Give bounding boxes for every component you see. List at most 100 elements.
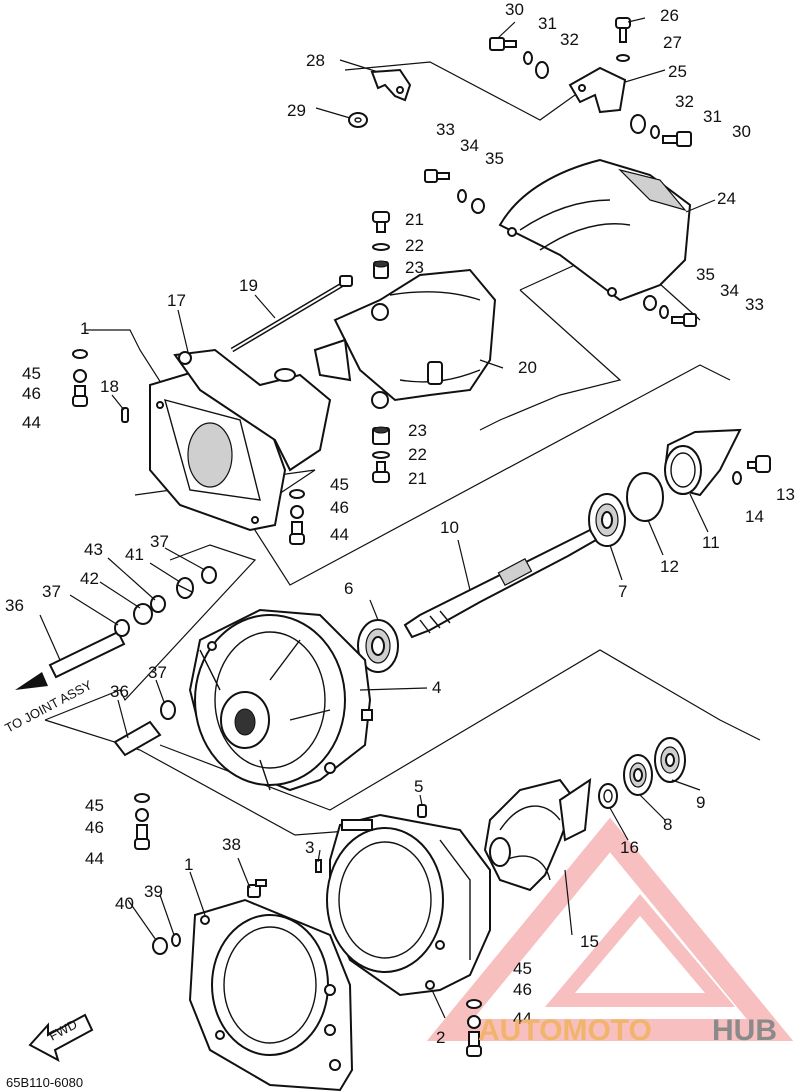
label-1-bottom: 1 <box>184 855 193 874</box>
label-14: 14 <box>745 507 764 526</box>
bolt-38 <box>247 879 267 898</box>
washer-35-low <box>643 295 657 311</box>
label-12: 12 <box>660 557 679 576</box>
label-25: 25 <box>668 62 687 81</box>
pipe-36-lower <box>113 720 162 757</box>
label-44-d: 44 <box>513 1009 532 1028</box>
washer-16 <box>598 783 618 809</box>
washer-34-top <box>457 189 467 203</box>
label-6: 6 <box>344 579 353 598</box>
label-28: 28 <box>306 51 325 70</box>
label-33-top: 33 <box>436 120 455 139</box>
label-35-low: 35 <box>696 265 715 284</box>
watermark-word-gray: HUB <box>712 1014 777 1047</box>
collar-37-a <box>114 619 130 637</box>
dowel-pin-18 <box>121 407 129 423</box>
label-32-mid: 32 <box>675 92 694 111</box>
label-22-top: 22 <box>405 236 424 255</box>
impeller-15 <box>483 777 592 892</box>
label-32-top: 32 <box>560 30 579 49</box>
nozzle-housing-17 <box>149 348 332 532</box>
label-10: 10 <box>440 518 459 537</box>
label-16: 16 <box>620 838 639 857</box>
label-26: 26 <box>660 6 679 25</box>
note-to-joint-assy: TO JOINT ASSY <box>2 677 94 736</box>
label-21-low: 21 <box>408 469 427 488</box>
label-23-top: 23 <box>405 258 424 277</box>
watermark-word-orange: AUTOMOTO <box>478 1014 652 1047</box>
label-45-b: 45 <box>330 475 349 494</box>
label-11: 11 <box>702 533 720 552</box>
fastener-set-center <box>289 489 305 545</box>
label-34-top: 34 <box>460 136 479 155</box>
label-45-c: 45 <box>85 796 104 815</box>
label-18: 18 <box>100 377 119 396</box>
stud-rod-19 <box>230 275 353 353</box>
label-22-low: 22 <box>408 445 427 464</box>
label-39: 39 <box>144 882 163 901</box>
label-43: 43 <box>84 540 103 559</box>
label-46-b: 46 <box>330 498 349 517</box>
label-23-low: 23 <box>408 421 427 440</box>
watermark-text: AUTOMOTO HUB <box>478 1014 777 1047</box>
bolt-26 <box>615 17 631 43</box>
fitting-42 <box>133 595 166 625</box>
fastener-set-lower-left <box>134 793 150 850</box>
label-15: 15 <box>580 932 599 951</box>
bolt-33-low <box>671 313 697 327</box>
label-13: 13 <box>776 485 795 504</box>
label-44-c: 44 <box>85 849 104 868</box>
bolt-33-top <box>424 169 450 183</box>
label-7: 7 <box>618 582 627 601</box>
label-36-a: 36 <box>5 596 24 615</box>
label-40: 40 <box>115 894 134 913</box>
label-34-low: 34 <box>720 281 739 300</box>
pump-housing-2 <box>326 813 491 997</box>
fastener-set-upper-left <box>72 349 88 407</box>
collar-23-top <box>373 260 389 279</box>
washer-31-top <box>523 51 533 65</box>
label-45-d: 45 <box>513 959 532 978</box>
nut-29 <box>348 112 368 128</box>
leader-lines <box>39 17 716 1019</box>
label-20: 20 <box>518 358 537 377</box>
label-1-top: 1 <box>80 319 89 338</box>
washer-31-mid <box>650 125 660 139</box>
label-37-c: 37 <box>148 663 167 682</box>
part-labels: 30 31 32 26 27 25 28 29 32 31 30 33 34 3… <box>5 0 795 1047</box>
label-17: 17 <box>167 291 186 310</box>
label-4: 4 <box>432 678 441 697</box>
label-5: 5 <box>414 777 423 796</box>
label-45-a: 45 <box>22 364 41 383</box>
label-42: 42 <box>80 569 99 588</box>
collar-37-c <box>160 700 176 720</box>
label-46-d: 46 <box>513 980 532 999</box>
label-30-top: 30 <box>505 0 524 19</box>
bearing-9 <box>654 737 686 783</box>
label-35-top: 35 <box>485 149 504 168</box>
bracket-28 <box>370 68 412 102</box>
washer-32-top <box>535 61 549 79</box>
label-33-low: 33 <box>745 295 764 314</box>
washer-14 <box>732 471 742 485</box>
washer-27 <box>616 54 630 62</box>
flange-plate-1 <box>188 898 354 1092</box>
washer-39 <box>171 933 181 947</box>
bolt-13 <box>747 455 771 473</box>
fastener-set-lower-right <box>466 999 482 1057</box>
bolt-21-top <box>372 211 390 233</box>
washer-32-mid <box>630 114 646 134</box>
label-8: 8 <box>663 815 672 834</box>
fwd-arrow-icon: FWD <box>28 1013 94 1063</box>
label-44-b: 44 <box>330 525 349 544</box>
label-24: 24 <box>717 189 736 208</box>
label-3: 3 <box>305 838 314 857</box>
bearing-8 <box>623 754 653 796</box>
steering-nozzle-20 <box>313 268 497 409</box>
label-41: 41 <box>125 545 144 564</box>
o-ring-12 <box>626 472 664 522</box>
label-29: 29 <box>287 101 306 120</box>
washer-34-low <box>659 305 669 319</box>
bolt-21-low <box>372 461 390 483</box>
